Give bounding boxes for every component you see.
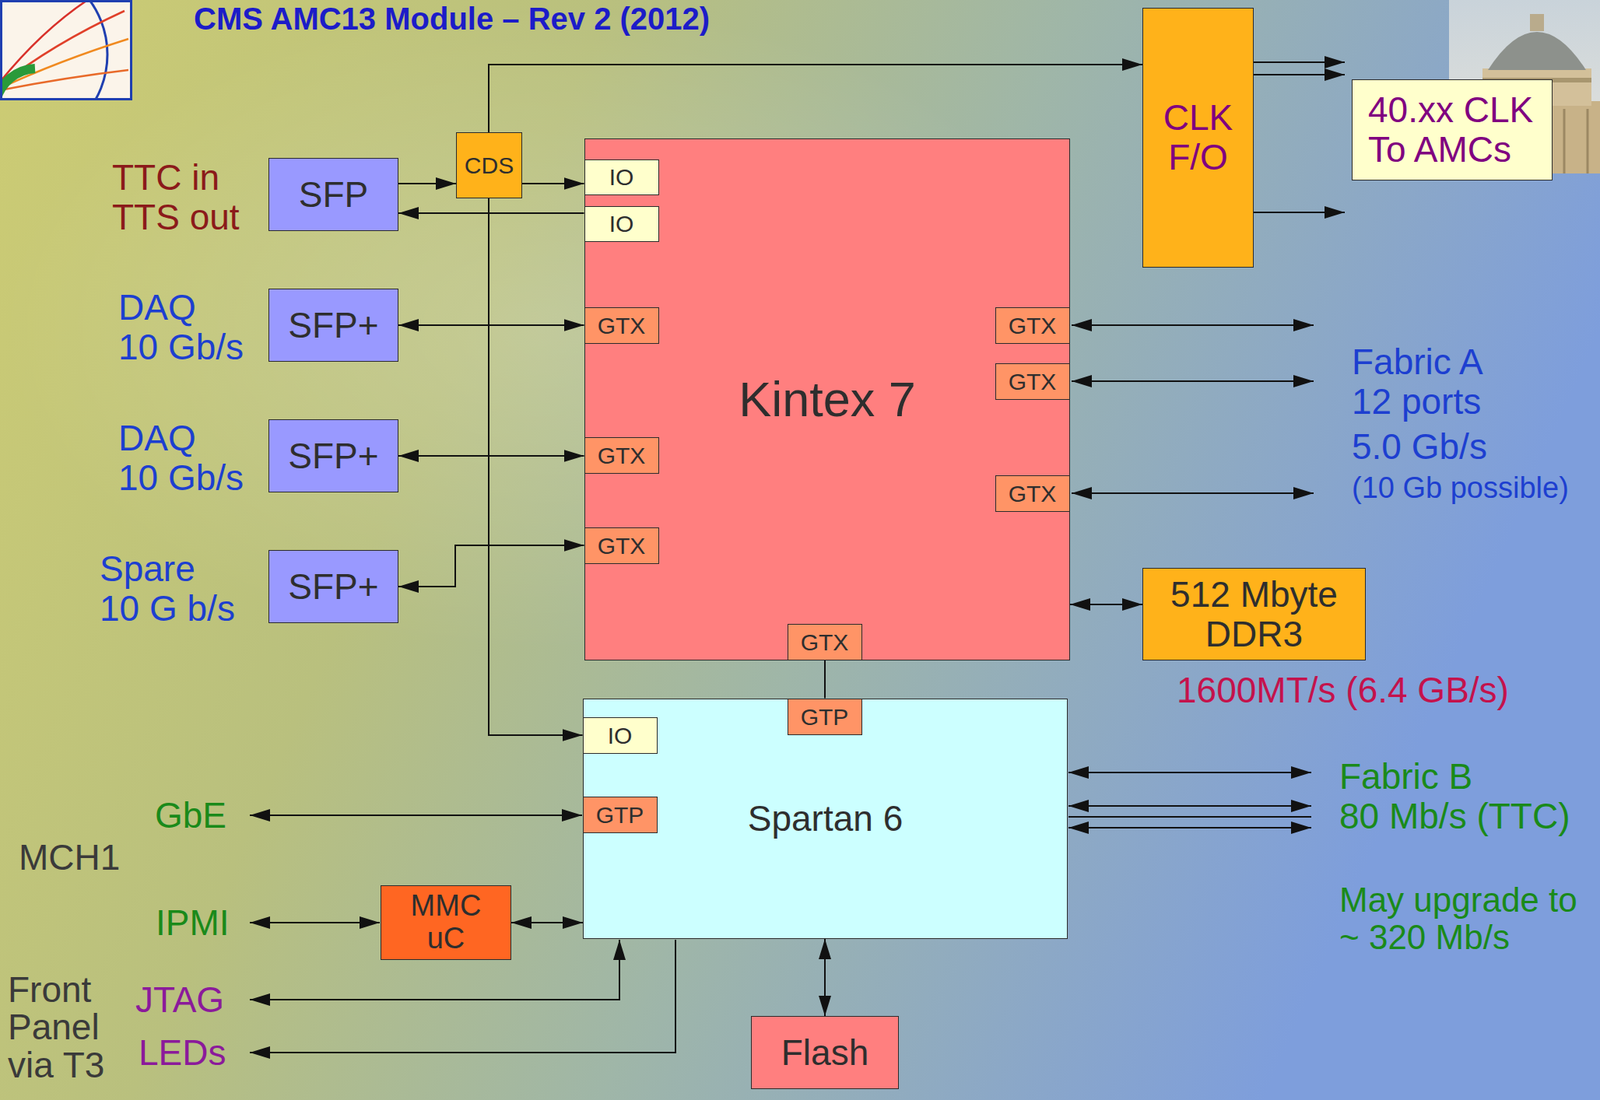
annotation-label: MCH1: [18, 838, 120, 878]
box-label: GTP: [596, 802, 645, 829]
connector-arrow: [1070, 603, 1143, 606]
annotation-label: GbE: [154, 796, 227, 836]
annotation-label: Front Panel via T3: [7, 971, 105, 1085]
annotation-label: DAQ 10 Gb/s: [118, 418, 244, 498]
annotation-label: Spare 10 G b/s: [99, 549, 236, 629]
fabric-b-link: [1068, 805, 1312, 808]
connector-arrow: [824, 939, 826, 1017]
transceiver-port: GTP: [582, 796, 658, 834]
box-label: MMC uC: [410, 890, 482, 956]
box-label: IO: [607, 722, 633, 749]
connector-arrow: [398, 182, 457, 185]
fabric-b-link: [1068, 816, 1312, 818]
box-label: GTX: [597, 442, 646, 469]
connector-arrow: [511, 922, 583, 924]
io-port: IO: [582, 717, 658, 755]
box-label: 40.xx CLK To AMCs: [1368, 90, 1534, 169]
box-label: Kintex 7: [738, 372, 916, 427]
io-port: IO: [584, 159, 660, 196]
annotation-label: 1600MT/s (6.4 GB/s): [1176, 670, 1509, 711]
clock-output-note: 40.xx CLK To AMCs: [1351, 79, 1553, 181]
transceiver-port: GTX: [584, 527, 660, 565]
clock-fanout-box: CLK F/O: [1142, 7, 1254, 268]
annotation-label: DAQ 10 Gb/s: [118, 287, 244, 367]
transceiver-port: GTX: [584, 307, 660, 344]
memory-box: 512 Mbyte DDR3: [1142, 568, 1366, 661]
transceiver-box: SFP: [268, 157, 399, 232]
fpga-box: Kintex 7 IO IO GTX GTX GTX GTX GTX GTX GTX: [584, 138, 1071, 661]
annotation-label: LEDs: [138, 1033, 226, 1074]
box-label: SFP: [298, 175, 369, 215]
box-label: Flash: [781, 1033, 869, 1074]
fabric-a-link: [1071, 324, 1314, 327]
box-label: GTX: [1008, 368, 1057, 395]
fabric-b-link: [1068, 771, 1312, 774]
connector-arrow: [398, 212, 585, 215]
transceiver-port: GTX: [787, 624, 863, 661]
annotation-label: IPMI: [155, 903, 230, 944]
transceiver-port: GTX: [995, 307, 1071, 344]
clock-output-arrow: [1253, 73, 1345, 76]
transceiver-port: GTX: [995, 363, 1071, 400]
annotation-label: 5.0 Gb/s: [1351, 427, 1488, 467]
annotation-label: (10 Gb possible): [1351, 472, 1569, 506]
box-label: Spartan 6: [747, 799, 904, 839]
transceiver-port: GTP: [787, 698, 863, 736]
box-label: IO: [609, 164, 635, 190]
annotation-label: Fabric A 12 ports: [1351, 342, 1484, 422]
connector-arrow: [522, 182, 585, 185]
connector-arrow: [398, 545, 585, 587]
box-label: 512 Mbyte DDR3: [1170, 575, 1338, 654]
connector-arrow: [398, 455, 585, 457]
box-label: GTX: [597, 533, 646, 559]
slide-title: CMS AMC13 Module – Rev 2 (2012): [193, 1, 710, 36]
transceiver-box: SFP+: [268, 288, 399, 362]
box-label: GTX: [597, 312, 646, 339]
box-label: SFP+: [287, 436, 379, 477]
ipmi-link: [249, 922, 380, 924]
flash-box: Flash: [750, 1016, 899, 1090]
clock-output-arrow: [1253, 211, 1345, 214]
fabric-a-link: [1071, 492, 1314, 495]
connector-arrow: [398, 324, 585, 327]
transceiver-box: SFP+: [268, 550, 399, 624]
transceiver-box: SFP+: [268, 419, 399, 493]
box-label: CDS: [464, 152, 514, 179]
microcontroller-box: MMC uC: [380, 885, 512, 961]
annotation-label: TTC in TTS out: [112, 157, 240, 237]
fabric-a-link: [1071, 380, 1314, 383]
fpga-box: Spartan 6 IO GTP GTP: [582, 698, 1068, 940]
gbe-link: [249, 814, 583, 817]
box-label: CLK F/O: [1163, 98, 1233, 177]
annotation-label: Fabric B 80 Mb/s (TTC): [1339, 757, 1570, 836]
box-label: SFP+: [287, 567, 379, 608]
io-port: IO: [584, 206, 660, 243]
box-label: GTX: [800, 629, 850, 656]
transceiver-port: GTX: [995, 475, 1071, 513]
transceiver-port: GTX: [584, 437, 660, 474]
box-label: SFP+: [287, 305, 379, 346]
annotation-label: JTAG: [135, 980, 225, 1021]
box-label: IO: [609, 210, 635, 237]
connector-arrow: [824, 660, 826, 699]
box-label: GTP: [800, 704, 850, 730]
fabric-b-link: [1068, 827, 1312, 829]
clock-splitter-box: CDS: [456, 132, 523, 199]
annotation-label: May upgrade to ~ 320 Mb/s: [1339, 881, 1578, 958]
clock-output-arrow: [1253, 61, 1345, 64]
box-label: GTX: [1008, 480, 1057, 507]
cms-logo: [0, 0, 133, 101]
connector-arrow: [488, 64, 1143, 133]
box-label: GTX: [1008, 312, 1057, 339]
connector-arrow: [488, 198, 583, 736]
